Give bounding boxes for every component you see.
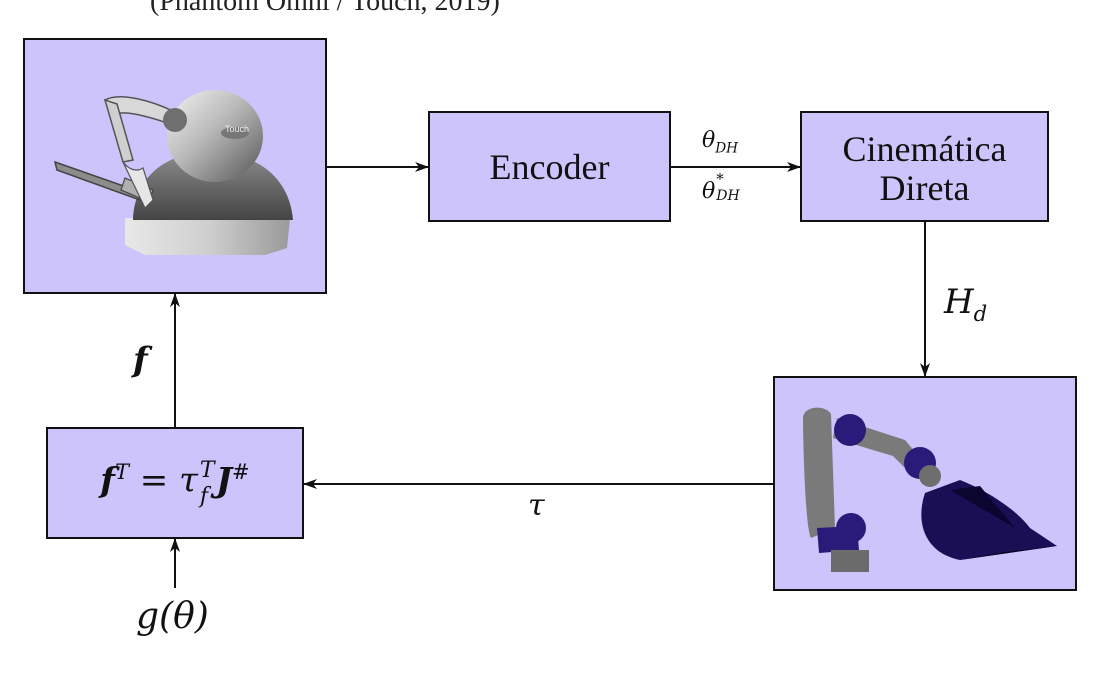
haptic-device-brand-label: Touch (225, 124, 250, 134)
robot-block (773, 376, 1077, 591)
formula-tau-sup: T (199, 458, 215, 484)
top-caption-fragment: (Phantom Omni / Touch, 2019) (150, 0, 500, 17)
forward-kinematics-label-line1: Cinemática (842, 129, 1007, 169)
formula-tau: τ (179, 460, 198, 501)
robot-arm-image (803, 407, 1057, 572)
encoder-block: Encoder (428, 111, 671, 222)
formula-j: J (215, 460, 233, 501)
g-theta-label: g(θ) (136, 596, 209, 637)
formula-f: f (100, 460, 115, 501)
haptic-device-block: Touch (23, 38, 327, 294)
formula-j-sup: # (232, 459, 250, 484)
theta-dh-label: θDH (702, 128, 739, 157)
forward-kinematics-label-line2: Direta (879, 168, 970, 208)
f-feedback-label: f (133, 340, 148, 380)
formula-equals: = (129, 460, 180, 501)
tau-label: τ (528, 488, 545, 523)
formula-f-sup: T (114, 459, 129, 484)
h-d-label: Hd (944, 282, 988, 326)
forward-kinematics-block: Cinemática Direta (800, 111, 1049, 222)
formula-tau-sub: f (199, 484, 209, 510)
encoder-label: Encoder (489, 147, 610, 187)
theta-dh-star-label: θ*DH (702, 170, 740, 204)
haptic-device-image (53, 90, 293, 255)
